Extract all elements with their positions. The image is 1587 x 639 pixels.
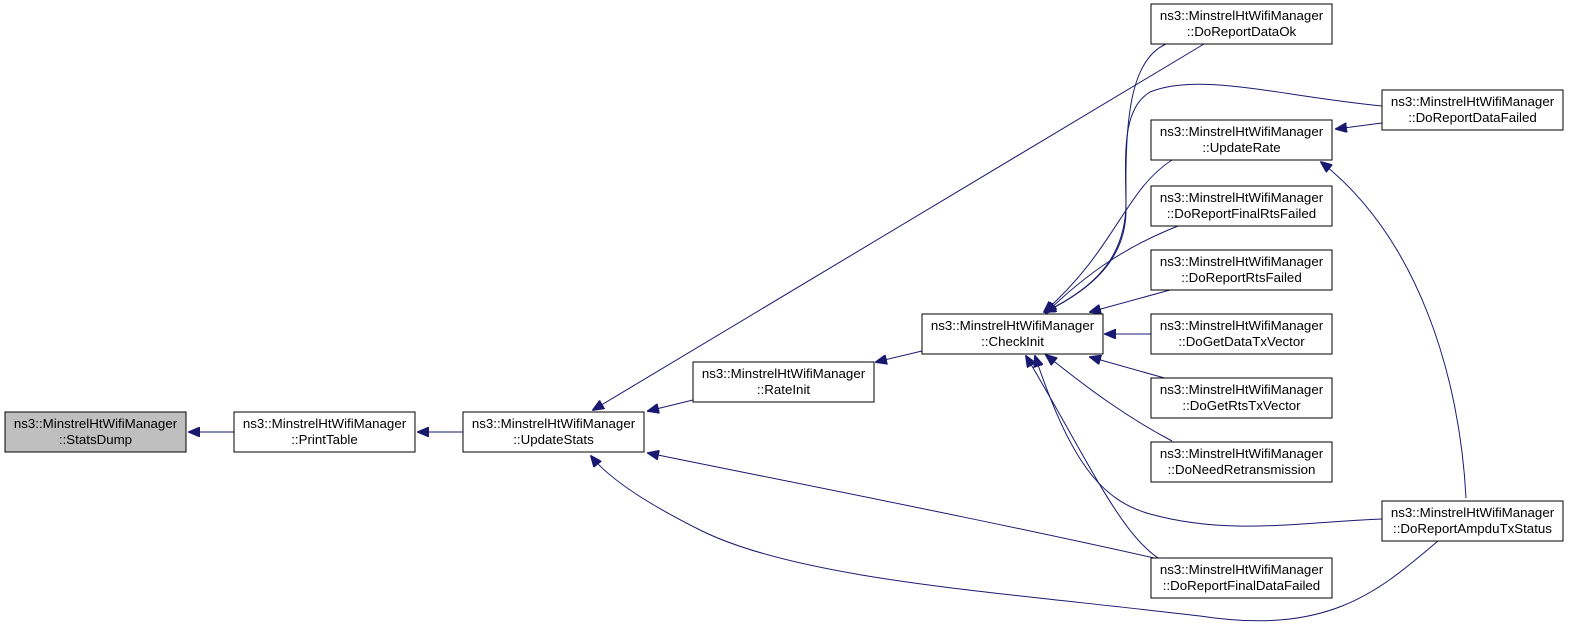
node-rateinit[interactable]: ns3::MinstrelHtWifiManager ::RateInit [692, 361, 875, 403]
edge-doreportrtsfailed-to-checkinit [1090, 289, 1171, 312]
node-doreportdatafailed[interactable]: ns3::MinstrelHtWifiManager ::DoReportDat… [1381, 89, 1564, 131]
node-dogetdatatxvector-line1: ns3::MinstrelHtWifiManager [1160, 318, 1324, 333]
edge-doreportfinalrtsfailed-to-checkinit [1046, 225, 1179, 313]
nodes: ns3::MinstrelHtWifiManager ::StatsDump n… [4, 3, 1564, 599]
node-printtable-line2: ::PrintTable [291, 432, 358, 447]
node-doneedretransmission-line1: ns3::MinstrelHtWifiManager [1160, 446, 1324, 461]
edge-rateinit-to-updatestats [648, 399, 694, 411]
edge-doreportampdutxstatus-to-checkinit [1035, 356, 1383, 527]
edge-doreportdataok-to-updatestats [593, 43, 1205, 410]
node-printtable[interactable]: ns3::MinstrelHtWifiManager ::PrintTable [233, 411, 416, 453]
node-dogetrtstxvector-line2: ::DoGetRtsTxVector [1182, 398, 1301, 413]
node-doreportampdutxstatus[interactable]: ns3::MinstrelHtWifiManager ::DoReportAmp… [1381, 500, 1564, 542]
node-doreportfinaldatafailed[interactable]: ns3::MinstrelHtWifiManager ::DoReportFin… [1150, 557, 1333, 599]
node-doreportfinalrtsfailed[interactable]: ns3::MinstrelHtWifiManager ::DoReportFin… [1150, 185, 1333, 227]
node-doneedretransmission[interactable]: ns3::MinstrelHtWifiManager ::DoNeedRetra… [1150, 441, 1333, 483]
node-doreportdatafailed-line2: ::DoReportDataFailed [1408, 110, 1537, 125]
node-doreportrtsfailed-line1: ns3::MinstrelHtWifiManager [1160, 254, 1324, 269]
node-rateinit-line1: ns3::MinstrelHtWifiManager [702, 366, 866, 381]
node-doreportdataok[interactable]: ns3::MinstrelHtWifiManager ::DoReportDat… [1150, 3, 1333, 45]
node-doreportfinaldatafailed-line2: ::DoReportFinalDataFailed [1163, 578, 1320, 593]
node-updatestats-line2: ::UpdateStats [513, 432, 594, 447]
node-doreportdatafailed-line1: ns3::MinstrelHtWifiManager [1391, 94, 1555, 109]
edge-doreportdatafailed-to-updaterate [1336, 122, 1383, 129]
edges [189, 43, 1467, 622]
node-doreportfinaldatafailed-line1: ns3::MinstrelHtWifiManager [1160, 562, 1324, 577]
node-doreportfinalrtsfailed-line1: ns3::MinstrelHtWifiManager [1160, 190, 1324, 205]
node-doreportfinalrtsfailed-line2: ::DoReportFinalRtsFailed [1167, 206, 1316, 221]
node-statsdump[interactable]: ns3::MinstrelHtWifiManager ::StatsDump [4, 411, 187, 453]
node-rateinit-line2: ::RateInit [757, 382, 811, 397]
node-updatestats[interactable]: ns3::MinstrelHtWifiManager ::UpdateStats [462, 411, 645, 453]
node-doreportdataok-line2: ::DoReportDataOk [1187, 24, 1297, 39]
edge-doreportampdutxstatus-to-updatestats [591, 456, 1439, 622]
edge-doreportfinaldatafailed-to-updatestats [648, 453, 1173, 563]
node-updaterate-line1: ns3::MinstrelHtWifiManager [1160, 124, 1324, 139]
edge-doreportdataok-to-checkinit [1045, 43, 1167, 312]
node-dogetrtstxvector[interactable]: ns3::MinstrelHtWifiManager ::DoGetRtsTxV… [1150, 377, 1333, 419]
node-doneedretransmission-line2: ::DoNeedRetransmission [1168, 462, 1316, 477]
node-checkinit[interactable]: ns3::MinstrelHtWifiManager ::CheckInit [921, 313, 1104, 355]
node-checkinit-line1: ns3::MinstrelHtWifiManager [931, 318, 1095, 333]
edge-doneedretransmission-to-checkinit [1046, 355, 1173, 442]
node-statsdump-line1: ns3::MinstrelHtWifiManager [14, 416, 178, 431]
node-doreportrtsfailed[interactable]: ns3::MinstrelHtWifiManager ::DoReportRts… [1150, 249, 1333, 291]
node-dogetrtstxvector-line1: ns3::MinstrelHtWifiManager [1160, 382, 1324, 397]
node-updaterate[interactable]: ns3::MinstrelHtWifiManager ::UpdateRate [1150, 119, 1333, 161]
node-doreportrtsfailed-line2: ::DoReportRtsFailed [1181, 270, 1301, 285]
node-printtable-line1: ns3::MinstrelHtWifiManager [243, 416, 407, 431]
edge-checkinit-to-rateinit [876, 350, 923, 362]
node-dogetdatatxvector-line2: ::DoGetDataTxVector [1178, 334, 1305, 349]
edge-doreportdatafailed-to-checkinit [1045, 83, 1383, 312]
node-doreportdataok-line1: ns3::MinstrelHtWifiManager [1160, 8, 1324, 23]
node-doreportampdutxstatus-line2: ::DoReportAmpduTxStatus [1393, 521, 1552, 536]
node-dogetdatatxvector[interactable]: ns3::MinstrelHtWifiManager ::DoGetDataTx… [1150, 313, 1333, 355]
edge-dogetrtstxvector-to-checkinit [1090, 357, 1169, 380]
node-doreportampdutxstatus-line1: ns3::MinstrelHtWifiManager [1391, 505, 1555, 520]
node-updatestats-line1: ns3::MinstrelHtWifiManager [472, 416, 636, 431]
edge-doreportampdutxstatus-to-updaterate [1321, 162, 1467, 499]
edge-updaterate-to-checkinit [1044, 159, 1173, 312]
node-checkinit-line2: ::CheckInit [981, 334, 1044, 349]
node-statsdump-line2: ::StatsDump [59, 432, 132, 447]
node-updaterate-line2: ::UpdateRate [1202, 140, 1280, 155]
